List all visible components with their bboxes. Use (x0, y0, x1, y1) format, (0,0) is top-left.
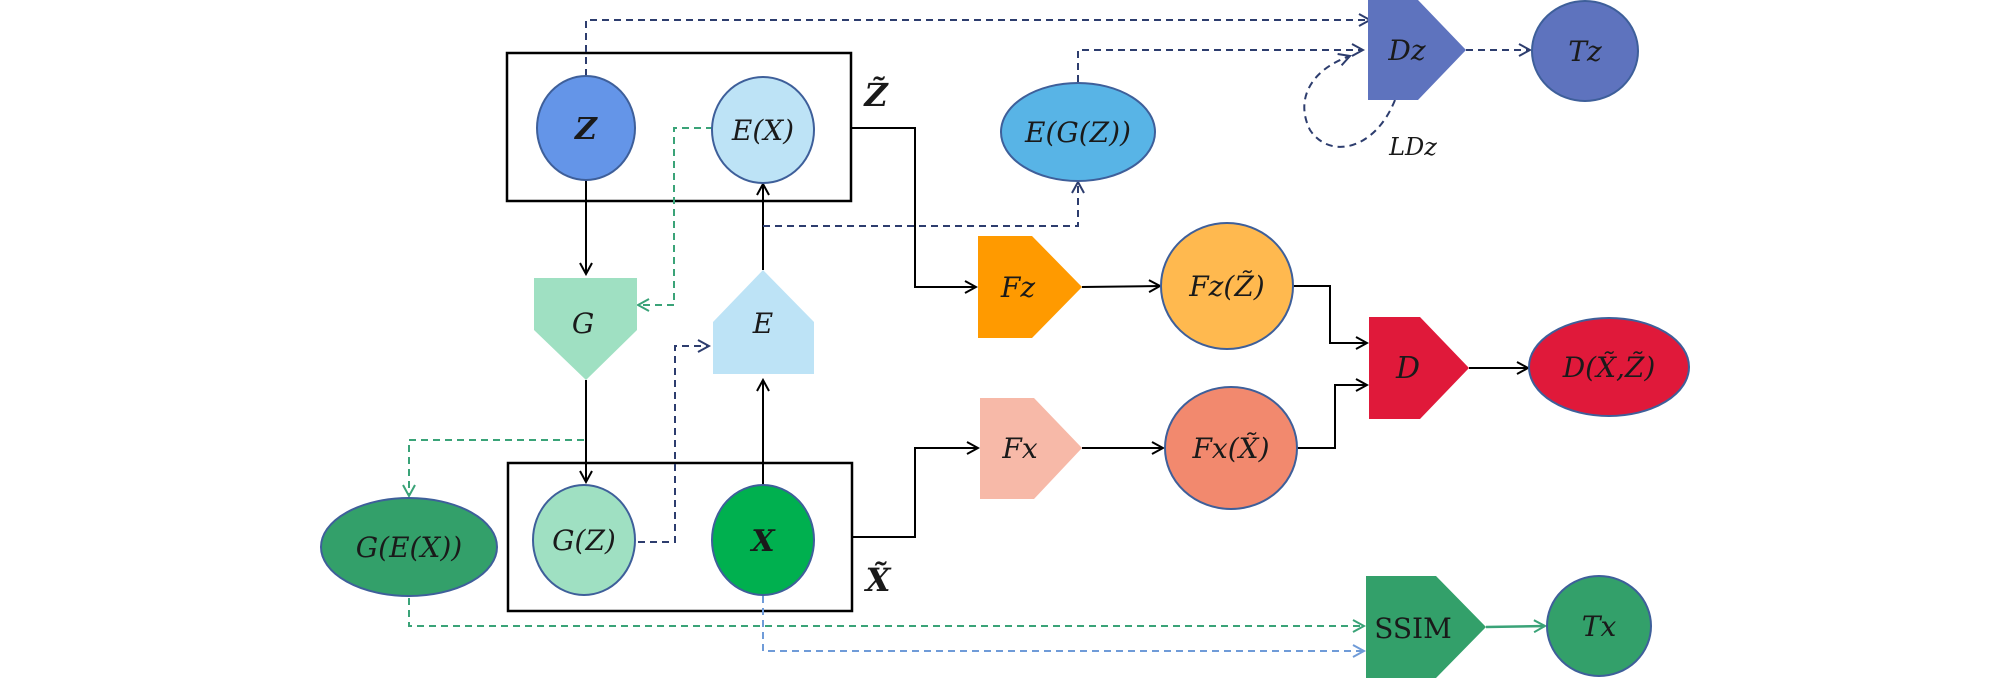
svg-text:Tx: Tx (1582, 610, 1617, 643)
node-fz: Fz (978, 236, 1082, 338)
edge-fzz-to-d (1293, 285, 1367, 343)
edge-x-to-ssim (762, 596, 1364, 651)
edge-gz-to-e (638, 346, 709, 543)
node-x: X (711, 484, 815, 596)
edge-ztilde-to-fz (852, 127, 976, 287)
svg-text:E: E (752, 307, 773, 340)
node-d: D (1369, 317, 1469, 419)
svg-text:D(X̃,Z̃): D(X̃,Z̃) (1562, 351, 1656, 384)
edge-ldz-loop (1303, 56, 1396, 148)
node-ex: E(X) (711, 76, 815, 184)
svg-text:G: G (572, 307, 594, 340)
edge-fxx-to-d (1297, 385, 1367, 449)
edge-xtilde-to-fx (852, 448, 978, 538)
edge-g-to-gex (409, 439, 584, 496)
svg-text:Dz: Dz (1387, 34, 1425, 67)
edge-ex-to-g (638, 127, 713, 305)
node-fxx: Fx(X̃) (1164, 386, 1298, 510)
node-z: Z (536, 75, 636, 181)
svg-text:X: X (749, 524, 776, 559)
svg-text:Tz: Tz (1568, 35, 1602, 68)
edge-egz-to-dz (1077, 50, 1363, 82)
svg-text:D: D (1395, 351, 1420, 386)
svg-text:Fz(Z̃): Fz(Z̃) (1188, 270, 1264, 303)
node-gex: G(E(X)) (320, 497, 498, 597)
svg-text:G(Z): G(Z) (552, 524, 616, 557)
svg-text:E(G(Z)): E(G(Z)) (1024, 116, 1131, 149)
node-tz: Tz (1531, 0, 1639, 102)
edge-gex-to-ssim (408, 598, 1364, 626)
node-g: G (534, 278, 637, 380)
solid-edges (586, 127, 1528, 538)
svg-text:G(E(X)): G(E(X)) (356, 531, 462, 564)
svg-text:Fx(X̃): Fx(X̃) (1192, 432, 1270, 465)
svg-text:Fz: Fz (1000, 271, 1035, 304)
edge-fz-to-fzz (1081, 286, 1160, 287)
edge-z-to-dz (585, 20, 1370, 76)
svg-text:E(X): E(X) (731, 114, 794, 147)
node-egz: E(G(Z)) (1000, 82, 1156, 182)
node-ssim: SSIM (1366, 576, 1486, 678)
edge-e-to-egz (763, 182, 1078, 227)
svg-text:Fx: Fx (1001, 432, 1037, 465)
dashed-edges (408, 20, 1396, 651)
label-ldz: LDz (1388, 133, 1437, 161)
edge-ssim-to-tx (1485, 626, 1545, 627)
node-fzz: Fz(Z̃) (1160, 222, 1294, 350)
node-tx: Tx (1546, 575, 1652, 677)
label-xtilde: X̃ (864, 561, 892, 599)
node-dz: Dz (1368, 0, 1466, 100)
node-e: E (713, 270, 814, 374)
node-gz: G(Z) (532, 484, 636, 596)
label-ztilde: Z̃ (862, 76, 889, 114)
node-dxz: D(X̃,Z̃) (1528, 317, 1690, 417)
svg-text:SSIM: SSIM (1374, 612, 1452, 645)
svg-text:Z: Z (574, 112, 598, 147)
node-fx: Fx (980, 398, 1082, 499)
latent-group-box (505, 51, 853, 203)
